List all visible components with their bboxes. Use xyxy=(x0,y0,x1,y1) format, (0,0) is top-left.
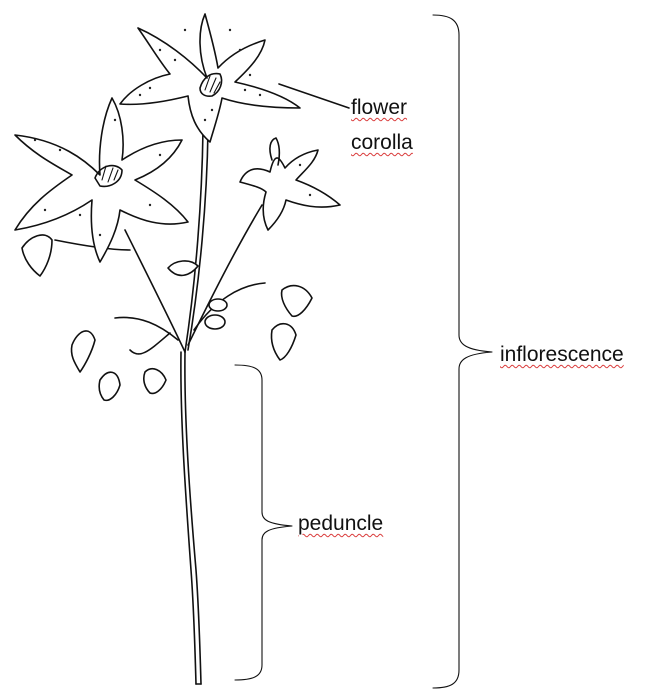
label-corolla: corolla xyxy=(351,131,413,155)
peduncle-stem xyxy=(181,352,201,684)
label-flower: flower xyxy=(351,96,407,120)
top-flower xyxy=(120,14,349,142)
flower-buds xyxy=(22,235,312,400)
inflorescence-bracket xyxy=(433,15,492,688)
label-peduncle: peduncle xyxy=(298,512,383,536)
label-inflorescence: inflorescence xyxy=(500,343,624,367)
peduncle-bracket xyxy=(235,365,292,680)
